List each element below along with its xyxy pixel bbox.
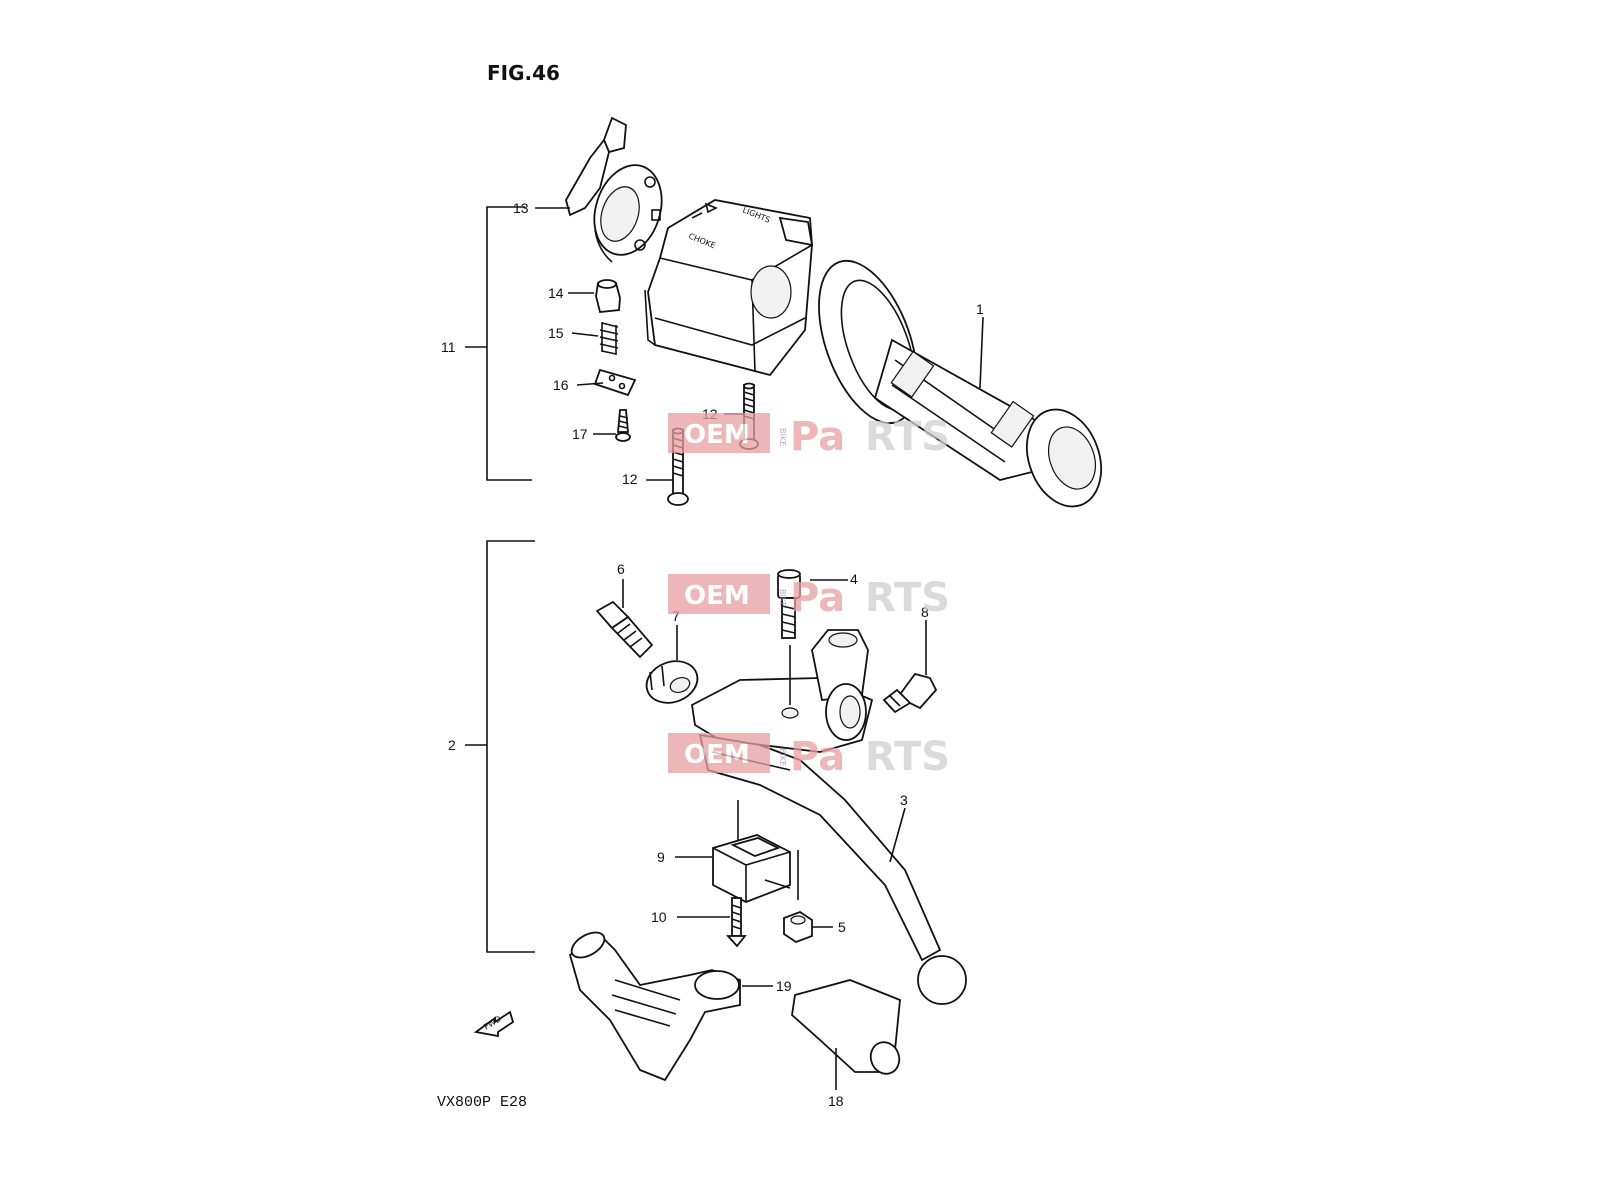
watermark-bike: BIKE (778, 428, 787, 446)
part-19-lever-cover (568, 931, 741, 1082)
callout-6: 6 (617, 561, 625, 577)
callout-1: 1 (976, 301, 984, 317)
callout-7: 7 (672, 608, 680, 624)
watermark-oem: OEM (684, 581, 750, 611)
part-14-cap (595, 279, 621, 313)
part-6-adjuster (595, 600, 654, 659)
callout-16: 16 (553, 377, 569, 393)
callout-4: 4 (850, 571, 858, 587)
part-10-screw (725, 897, 747, 948)
part-9-clutch-switch (712, 800, 799, 903)
leader-lines (535, 207, 984, 1090)
callout-3: 3 (900, 792, 908, 808)
model-code: VX800P E28 (437, 1094, 527, 1111)
figure-title: FIG.46 (487, 61, 560, 85)
part-7-locknut (645, 660, 699, 704)
callout-2: 2 (448, 737, 456, 753)
part-18-boot (791, 979, 901, 1075)
watermark-pa: Pa (790, 575, 845, 621)
part-15-spring (599, 322, 619, 355)
part-17-screw (615, 409, 631, 442)
callout-19: 19 (776, 978, 792, 994)
part-8-bolt (882, 672, 938, 714)
callout-18: 18 (828, 1093, 844, 1109)
fwd-arrow: FWD (473, 1010, 515, 1038)
bracket-group-2 (465, 540, 535, 953)
watermark-3: OEM BIKE Pa RTS (668, 733, 950, 780)
part-1-handlebar-grip (818, 259, 1102, 508)
watermark-2: OEM BIKE Pa RTS (668, 574, 950, 621)
callout-8: 8 (921, 604, 929, 620)
callout-11: 11 (441, 339, 456, 355)
watermark-rts: RTS (865, 414, 950, 460)
watermark-bike: BIKE (778, 589, 787, 607)
watermark-oem: OEM (684, 740, 750, 770)
callout-13: 13 (513, 200, 529, 216)
callout-15: 15 (548, 325, 564, 341)
callout-14: 14 (548, 285, 564, 301)
callout-10: 10 (651, 909, 667, 925)
watermark-bike: BIKE (778, 748, 787, 766)
part-4-pivot-bolt (777, 569, 801, 639)
watermark-pa: Pa (790, 734, 845, 780)
watermark-rts: RTS (865, 734, 950, 780)
watermark-pa: Pa (790, 414, 845, 460)
watermark-1: OEM BIKE Pa RTS (668, 413, 950, 460)
part-16-plate (593, 368, 637, 397)
watermark-rts: RTS (865, 575, 950, 621)
callout-5: 5 (838, 919, 846, 935)
part-5-nut (783, 910, 813, 944)
callout-9: 9 (657, 849, 665, 865)
callout-labels: 1 2 3 4 5 6 7 8 9 10 11 12 12 13 14 15 1… (441, 200, 984, 1109)
switch-housing: CHOKE LIGHTS (644, 199, 814, 377)
part-13-choke-lever (565, 116, 663, 263)
bracket-group-11 (465, 206, 532, 481)
callout-17: 17 (572, 426, 588, 442)
callout-12-lower: 12 (622, 471, 638, 487)
watermark-oem: OEM (684, 420, 750, 450)
